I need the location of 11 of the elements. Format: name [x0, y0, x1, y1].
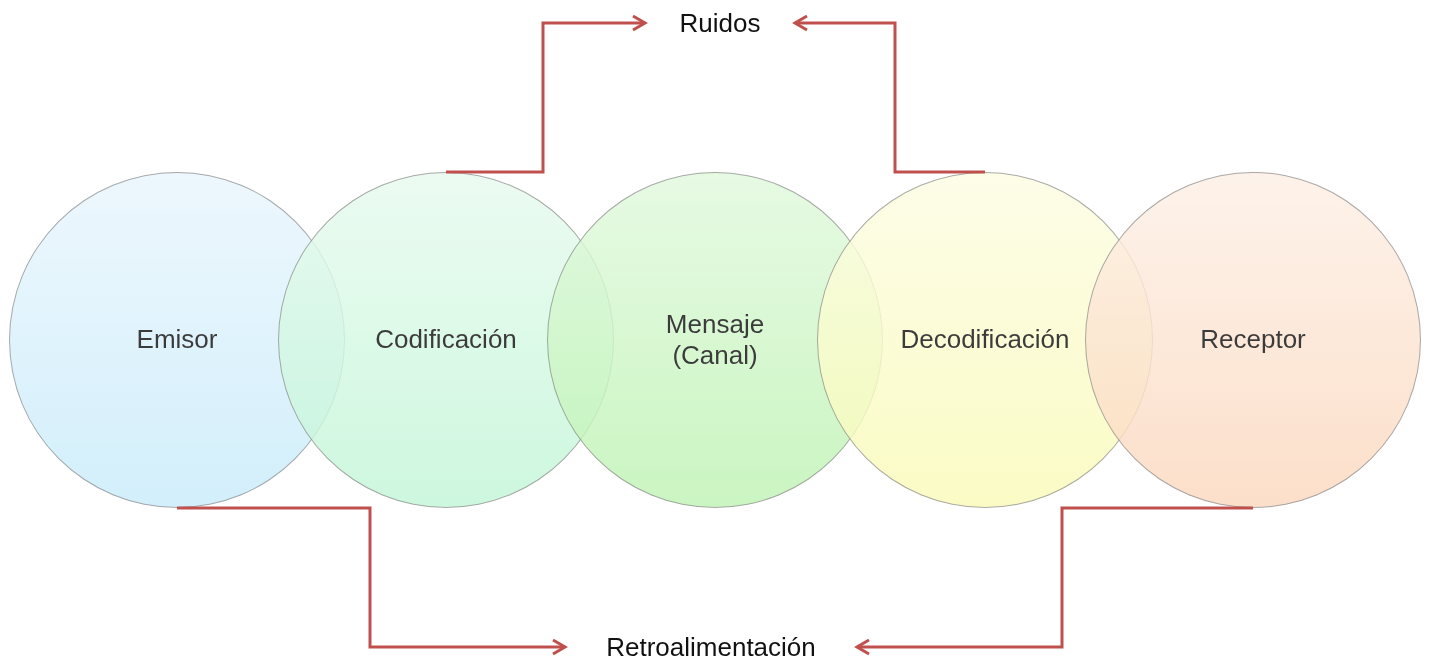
arrow — [446, 14, 647, 174]
node-label: Codificación — [375, 324, 517, 356]
arrow — [855, 506, 1253, 656]
arrow — [177, 506, 567, 656]
node-label: Emisor — [136, 324, 218, 356]
node-label: Retroalimentación — [606, 631, 816, 663]
node-label: Mensaje (Canal) — [664, 308, 766, 372]
node-label: Decodificación — [900, 324, 1070, 356]
arrow — [793, 14, 985, 174]
node-label: Ruidos — [679, 7, 761, 39]
node-label: Receptor — [1200, 324, 1306, 356]
